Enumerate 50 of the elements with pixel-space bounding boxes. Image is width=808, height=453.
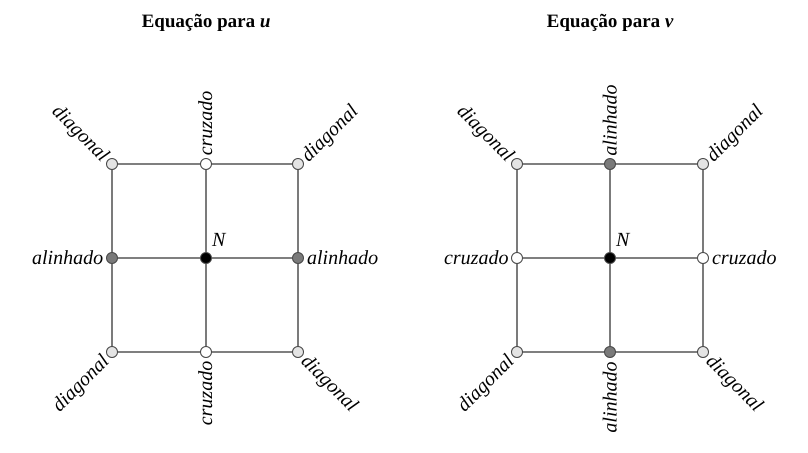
grid-line <box>702 170 704 252</box>
point-label: alinhado <box>600 360 620 432</box>
grid-line <box>118 257 200 259</box>
grid-line <box>297 264 299 346</box>
point-label: cruzado <box>444 248 508 268</box>
point-label: cruzado <box>712 248 776 268</box>
panel-title: Equação para u <box>142 12 270 31</box>
grid-line <box>523 351 604 353</box>
grid-point <box>200 252 212 264</box>
grid-point <box>106 252 118 264</box>
grid-point <box>292 252 304 264</box>
grid-point <box>604 158 616 170</box>
grid-line <box>111 170 113 252</box>
grid-line <box>297 170 299 252</box>
grid-line <box>118 351 200 353</box>
grid-line <box>523 163 604 165</box>
grid-line <box>212 163 292 165</box>
panel-title: Equação para v <box>546 12 674 31</box>
point-label: alinhado <box>32 248 104 268</box>
point-label: alinhado <box>307 248 378 268</box>
grid-line <box>609 170 611 252</box>
point-label: cruzado <box>196 360 216 426</box>
grid-point <box>292 158 304 170</box>
grid-point <box>200 346 212 358</box>
point-label: alinhado <box>600 84 620 156</box>
grid-line <box>212 351 292 353</box>
grid-point <box>604 252 616 264</box>
grid-line <box>616 257 697 259</box>
grid-line <box>111 264 113 346</box>
grid-point <box>697 158 709 170</box>
grid-line <box>609 264 611 346</box>
grid-point <box>511 252 523 264</box>
grid-point <box>697 346 709 358</box>
grid-line <box>702 264 704 346</box>
grid-line <box>523 257 604 259</box>
grid-line <box>516 170 518 252</box>
grid-line <box>205 170 207 252</box>
grid-line <box>212 257 292 259</box>
point-label: N <box>212 230 226 250</box>
grid-point <box>697 252 709 264</box>
grid-point <box>200 158 212 170</box>
grid-point <box>604 346 616 358</box>
grid-line <box>205 264 207 346</box>
grid-line <box>616 351 697 353</box>
grid-line <box>516 264 518 346</box>
grid-line <box>118 163 200 165</box>
point-label: N <box>616 230 630 250</box>
point-label: cruzado <box>196 90 216 156</box>
grid-line <box>616 163 697 165</box>
grid-point <box>292 346 304 358</box>
